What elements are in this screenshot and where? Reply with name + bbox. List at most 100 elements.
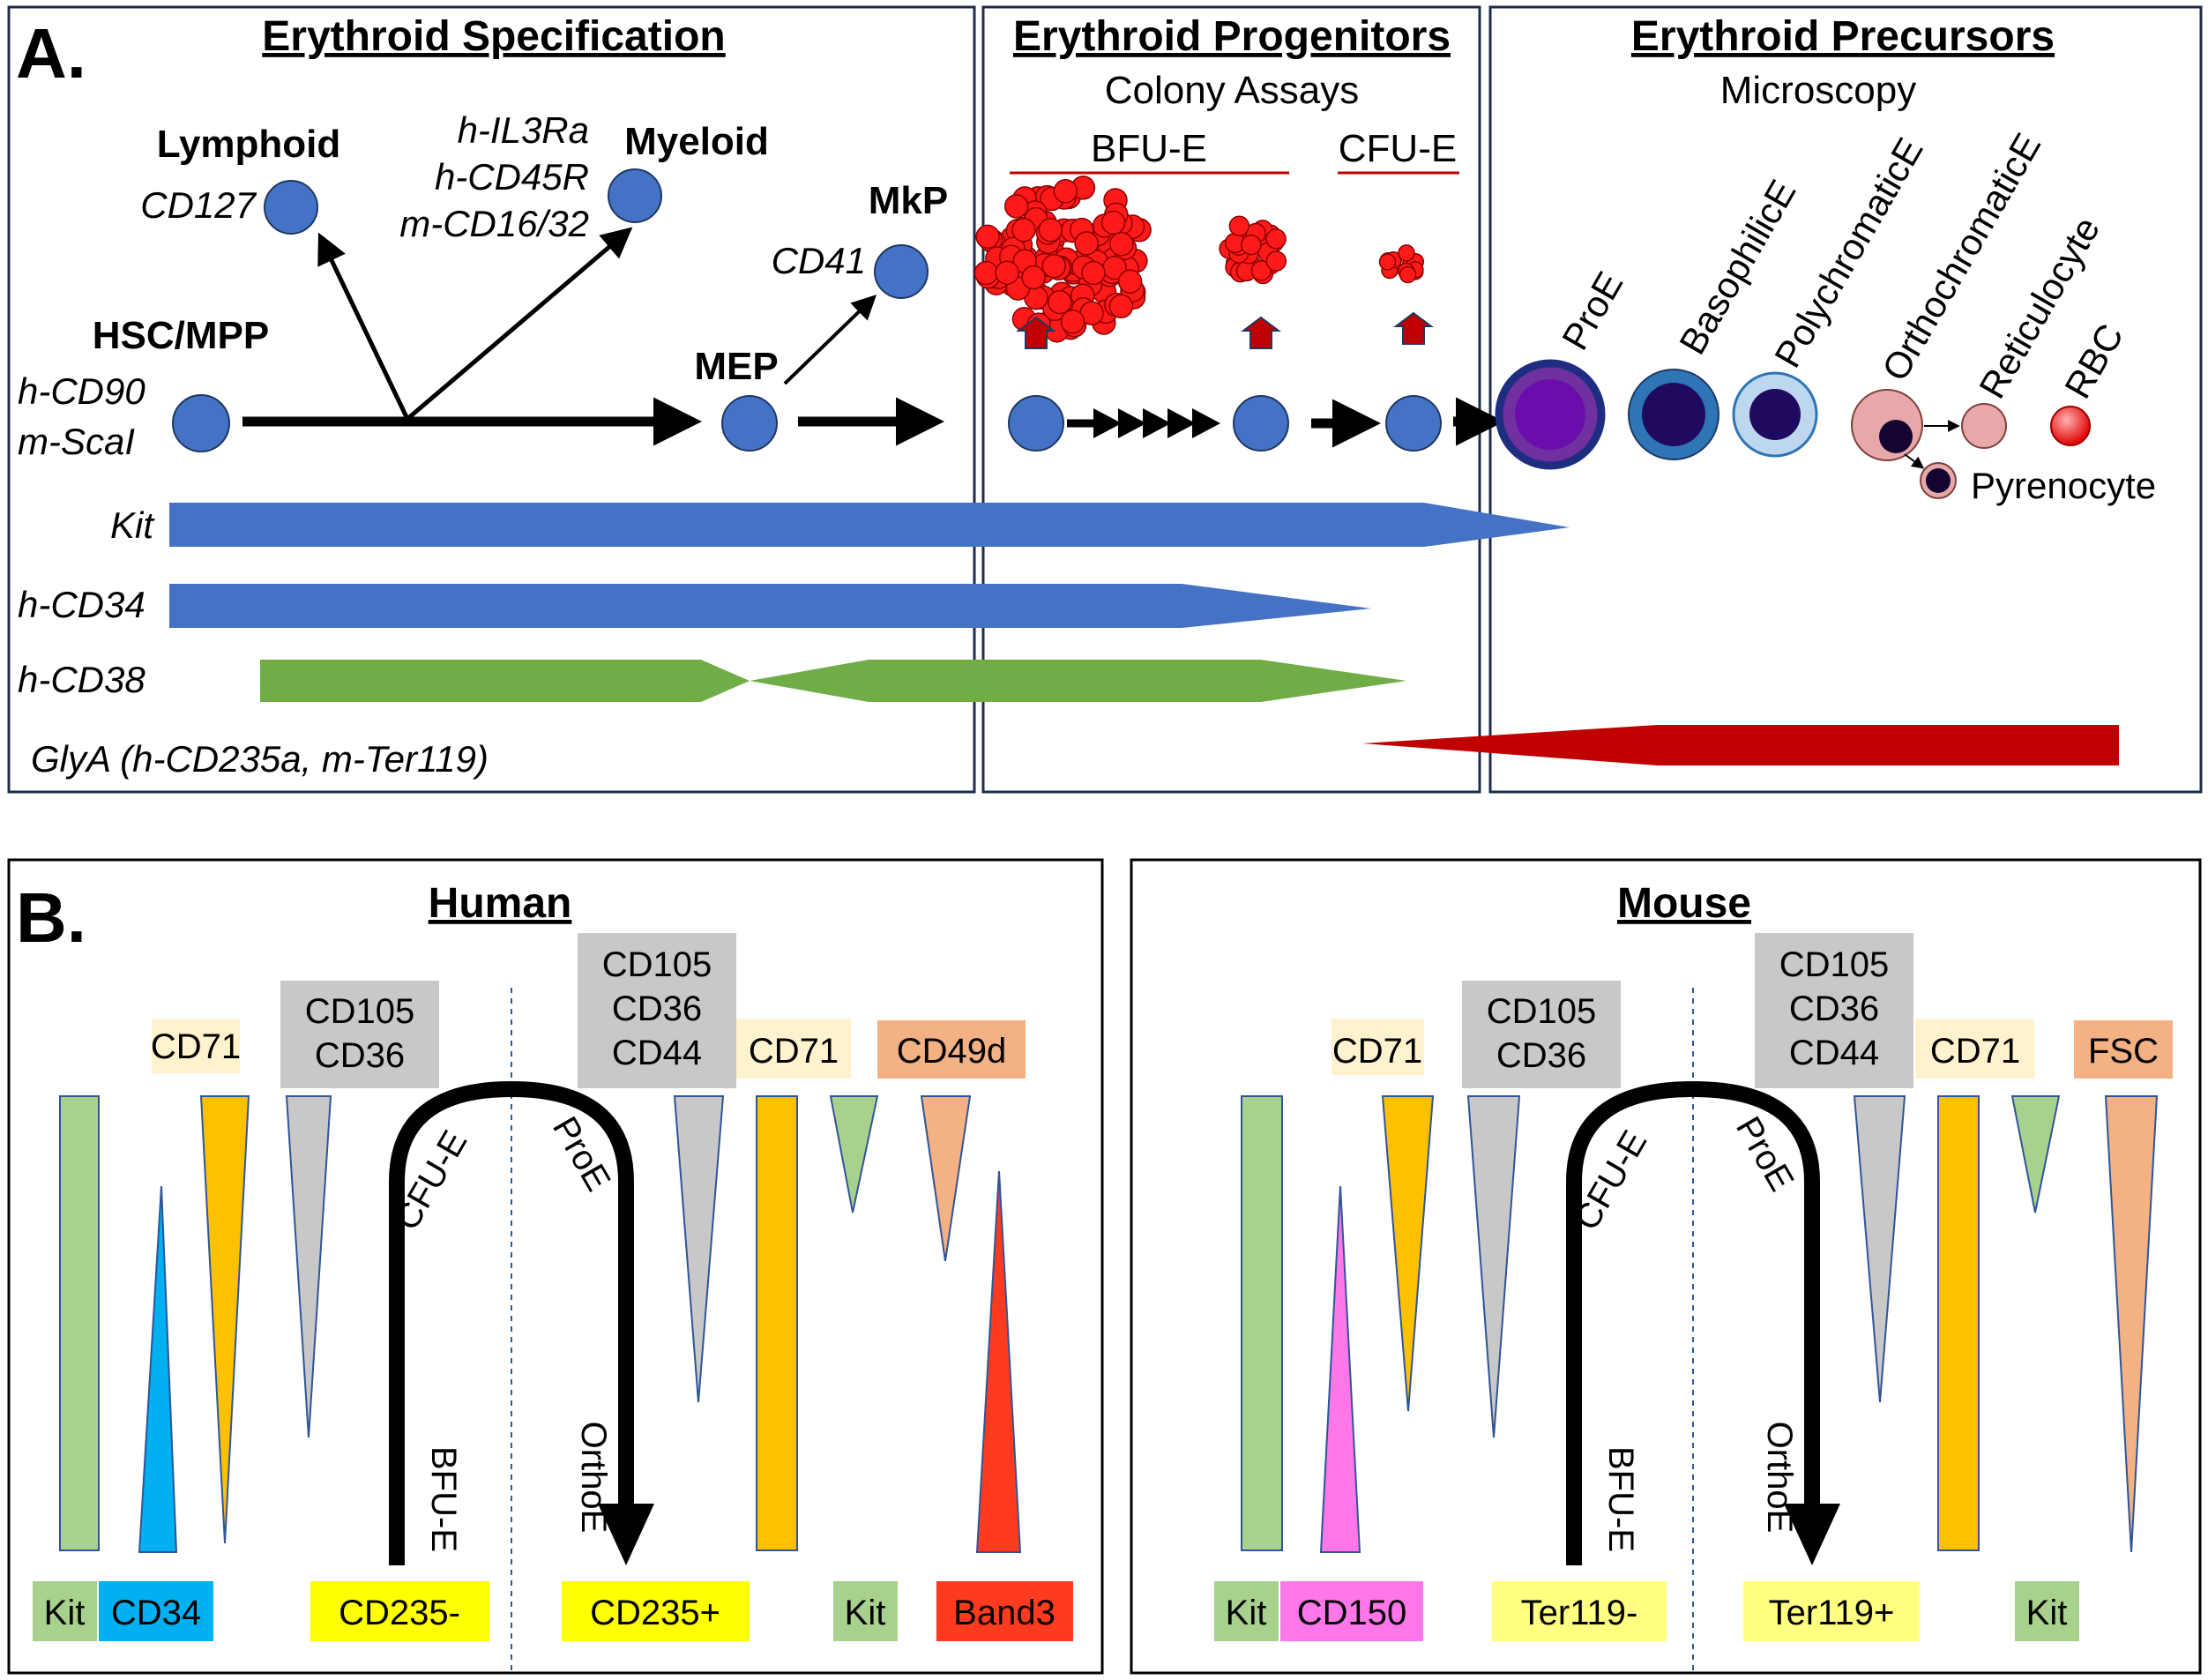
human-frame: [7, 858, 1104, 1675]
human-cd71-bar: [756, 1095, 798, 1551]
human-arc-arrowhead-icon: [598, 1504, 654, 1565]
to-myeloid-arrow-icon: [406, 227, 633, 421]
human-cd105-mid: CD105: [602, 945, 712, 984]
colony-cell-icon: [995, 260, 1019, 285]
human-kit2-label: Kit: [845, 1594, 886, 1632]
hsc-marker-1: h-CD90: [18, 370, 145, 412]
human-panel: Human CD71 CD105 CD36 CD105 CD36 CD44 CD…: [7, 858, 1104, 1675]
mouse-cd105-cd36-cd44-wedge: [1853, 1095, 1906, 1403]
human-band3-wedge: [975, 1170, 1022, 1553]
section-progenitors-title: Erythroid Progenitors: [1013, 13, 1451, 60]
human-cd36-mid: CD36: [612, 989, 702, 1028]
colony-cell-icon: [1053, 179, 1078, 204]
mouse-cd105-left: CD105: [1487, 992, 1597, 1031]
cfu-e-colony-icon: [1378, 244, 1425, 284]
human-cd34-label: CD34: [111, 1594, 201, 1632]
to-lymphoid-arrow-icon: [317, 232, 410, 421]
mouse-cd71-left-label: CD71: [1332, 1032, 1422, 1071]
human-title: Human: [429, 880, 572, 927]
mep-title: MEP: [694, 345, 778, 388]
mouse-differentiation-arc: [1566, 1080, 1820, 1565]
myeloid-marker-1: h-IL3Ra: [458, 109, 589, 151]
mkp-cell-icon: [874, 244, 929, 299]
late-bfu-e-cell-icon: [1233, 395, 1289, 452]
marker-label-kit: Kit: [110, 504, 155, 546]
colony-up-arrow-icon: [1241, 316, 1281, 349]
mouse-fsc-wedge: [2104, 1095, 2159, 1553]
myeloid-marker-3: m-CD16/32: [399, 203, 589, 244]
human-cd49d-wedge: [920, 1095, 972, 1262]
cfu-e-cell-icon: [1385, 395, 1442, 452]
colony-cell-icon: [1109, 231, 1134, 257]
cfu-e-label: CFU-E: [1339, 127, 1457, 170]
colony-cell-icon: [1250, 259, 1272, 281]
human-cd235-neg-box: [310, 1581, 489, 1641]
myeloid-title: Myeloid: [624, 120, 769, 163]
mouse-arc-bfu-label: BFU-E: [1601, 1446, 1640, 1552]
colony-cell-icon: [1100, 210, 1126, 235]
colony-cell-icon: [1378, 253, 1397, 271]
mouse-ter119-pos-box: [1743, 1581, 1920, 1641]
bfu-maturation-arrows-icon: [1067, 408, 1220, 438]
orthochromatic-nucleus-icon: [1879, 420, 1913, 453]
mouse-ter119-neg-box: [1492, 1581, 1667, 1641]
human-kit1-box: [33, 1581, 97, 1641]
mouse-cd105-cd36-cd44-box: [1755, 933, 1913, 1088]
stage-label-rbc: RBC: [2056, 317, 2131, 405]
colony-up-arrow-icon: [1016, 316, 1056, 349]
mep-cell-icon: [721, 395, 778, 452]
progenitors-subtitle: Colony Assays: [1105, 69, 1360, 112]
mouse-cd105-cd36-box: [1462, 981, 1621, 1088]
human-band3-label: Band3: [953, 1594, 1056, 1632]
human-kit-bar: [59, 1095, 100, 1551]
colony-cell-icon: [1241, 234, 1262, 256]
cd38-expression-bar: [260, 660, 1406, 702]
section-precursors-title: Erythroid Precursors: [1631, 13, 2055, 60]
colony-cell-icon: [1228, 215, 1250, 237]
mkp-marker: CD41: [772, 240, 866, 281]
mouse-cd105-mid: CD105: [1779, 945, 1890, 984]
mouse-cd71-right-label: CD71: [1930, 1032, 2020, 1071]
human-cd235-pos-label: CD235+: [590, 1594, 720, 1632]
mouse-ter119-neg-label: Ter119-: [1521, 1594, 1638, 1632]
colony-cell-icon: [1265, 250, 1287, 272]
reticulocyte-cell-icon: [1961, 403, 2007, 449]
panel-b: B. Human CD71 CD105 CD36 CD105 CD36 CD44…: [7, 858, 2202, 1675]
colony-cell-icon: [973, 260, 999, 286]
mouse-cd36-left: CD36: [1496, 1036, 1586, 1075]
bfu-e-small-colony-icon: [1219, 215, 1287, 285]
bfu-e-large-colony-icon: [973, 175, 1152, 343]
lymphoid-title: Lymphoid: [157, 123, 341, 166]
bfu-e-label: BFU-E: [1091, 127, 1207, 170]
mouse-panel: Mouse CD71 CD105 CD36 CD105 CD36 CD44 CD…: [1130, 858, 2202, 1675]
rbc-cell-icon: [2050, 406, 2091, 446]
pyrenocyte-label: Pyrenocyte: [1971, 465, 2156, 506]
human-cd36-left: CD36: [315, 1036, 405, 1075]
human-cd71-right-label: CD71: [749, 1032, 839, 1071]
human-cd71-left-box: [152, 1019, 240, 1073]
colony-cell-icon: [1117, 269, 1143, 294]
lymphoid-marker: CD127: [140, 184, 257, 226]
mouse-cd150-wedge: [1319, 1185, 1361, 1553]
mouse-ter119-pos-label: Ter119+: [1769, 1594, 1895, 1632]
human-cd105-cd36-cd44-wedge: [673, 1095, 725, 1403]
proe-nucleus-icon: [1515, 379, 1585, 450]
mouse-kit2-label: Kit: [2026, 1594, 2068, 1632]
human-cd235-pos-box: [562, 1581, 750, 1641]
mouse-arc-ortho-label: OrthoE: [1760, 1422, 1799, 1534]
cd34-expression-bar: [169, 584, 1371, 628]
colony-cell-icon: [1398, 244, 1415, 262]
human-kit1-label: Kit: [44, 1594, 86, 1632]
panel-b-letter: B.: [16, 878, 86, 957]
human-cd44-mid: CD44: [612, 1034, 702, 1072]
mouse-fsc-box: [2074, 1020, 2173, 1079]
mouse-cd36-mid: CD36: [1789, 989, 1879, 1028]
mouse-cd71-wedge: [1381, 1095, 1435, 1412]
panel-a: A. Erythroid Specification Erythroid Pro…: [7, 5, 2203, 794]
human-cd34-box: [99, 1581, 213, 1641]
mouse-cd44-mid: CD44: [1789, 1034, 1879, 1072]
mouse-cd71-left-box: [1332, 1019, 1424, 1075]
colony-cell-icon: [1003, 194, 1029, 219]
colony-cell-icon: [1265, 228, 1287, 250]
human-cd71-left-label: CD71: [151, 1027, 241, 1066]
